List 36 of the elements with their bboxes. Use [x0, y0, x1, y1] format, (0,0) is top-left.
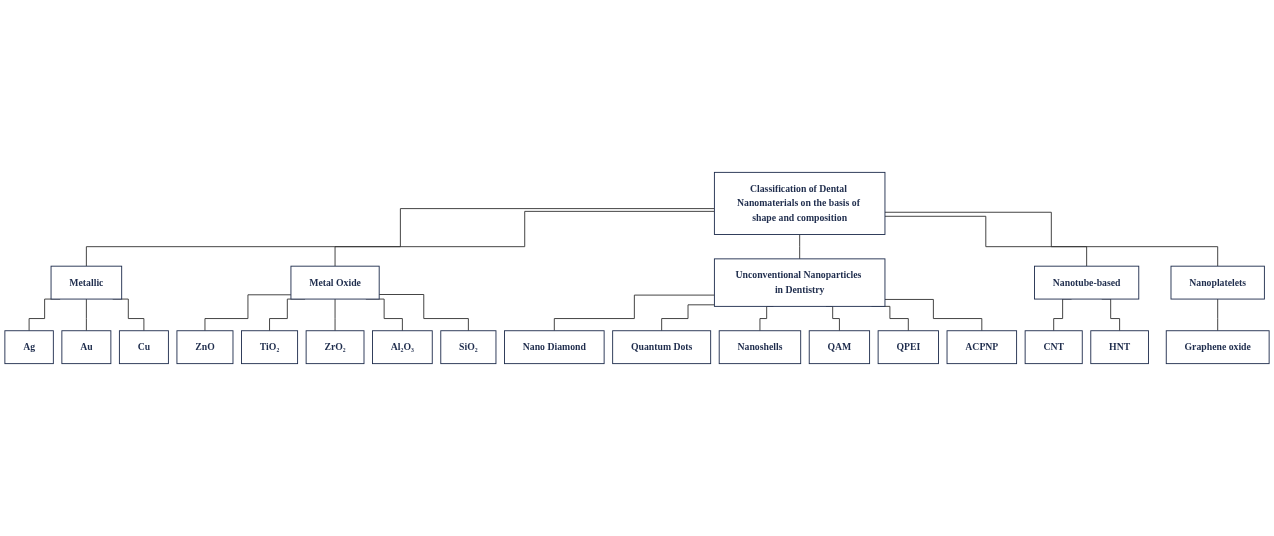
- connector: [799, 234, 801, 260]
- node-box: ZnO: [176, 330, 234, 365]
- connector: [85, 298, 87, 332]
- connector: [334, 210, 715, 267]
- node-box: Classification of Dental Nanomaterials on the basis of shape and composition: [713, 171, 886, 235]
- node-box: Metal Oxide: [290, 265, 380, 300]
- node-box: Nano Diamond: [504, 330, 605, 365]
- node-box: Au: [61, 330, 112, 365]
- node-box: Metallic: [50, 265, 123, 300]
- node-box: Nanoplatelets: [1170, 265, 1265, 300]
- connector: [661, 304, 715, 332]
- node-box: Ag: [4, 330, 54, 365]
- node-box: Unconventional Nanoparticles in Dentistry: [713, 258, 886, 307]
- node-box: ACPNP: [946, 330, 1018, 365]
- connector: [884, 299, 983, 332]
- node-box: QAM: [808, 330, 871, 365]
- node-box: ZrO₂: [305, 330, 365, 365]
- node-box: HNT: [1090, 330, 1149, 365]
- node-box: Al₂O₃: [372, 330, 433, 365]
- node-box: Quantum Dots: [612, 330, 712, 365]
- connector: [1217, 298, 1219, 332]
- connector: [553, 294, 715, 332]
- node-box: QPEI: [877, 330, 939, 365]
- node-box: Nanotube-based: [1034, 265, 1140, 300]
- connector: [334, 298, 336, 332]
- node-box: TiO₂: [241, 330, 299, 365]
- connector: [204, 294, 292, 332]
- connector: [884, 211, 1219, 267]
- node-box: SiO₂: [440, 330, 497, 365]
- node-box: Cu: [118, 330, 169, 365]
- connector: [378, 294, 469, 332]
- node-box: CNT: [1024, 330, 1083, 365]
- connector: [884, 215, 1088, 267]
- node-box: Graphene oxide: [1165, 330, 1270, 365]
- node-box: Nanoshells: [718, 330, 802, 365]
- connector: [85, 208, 715, 267]
